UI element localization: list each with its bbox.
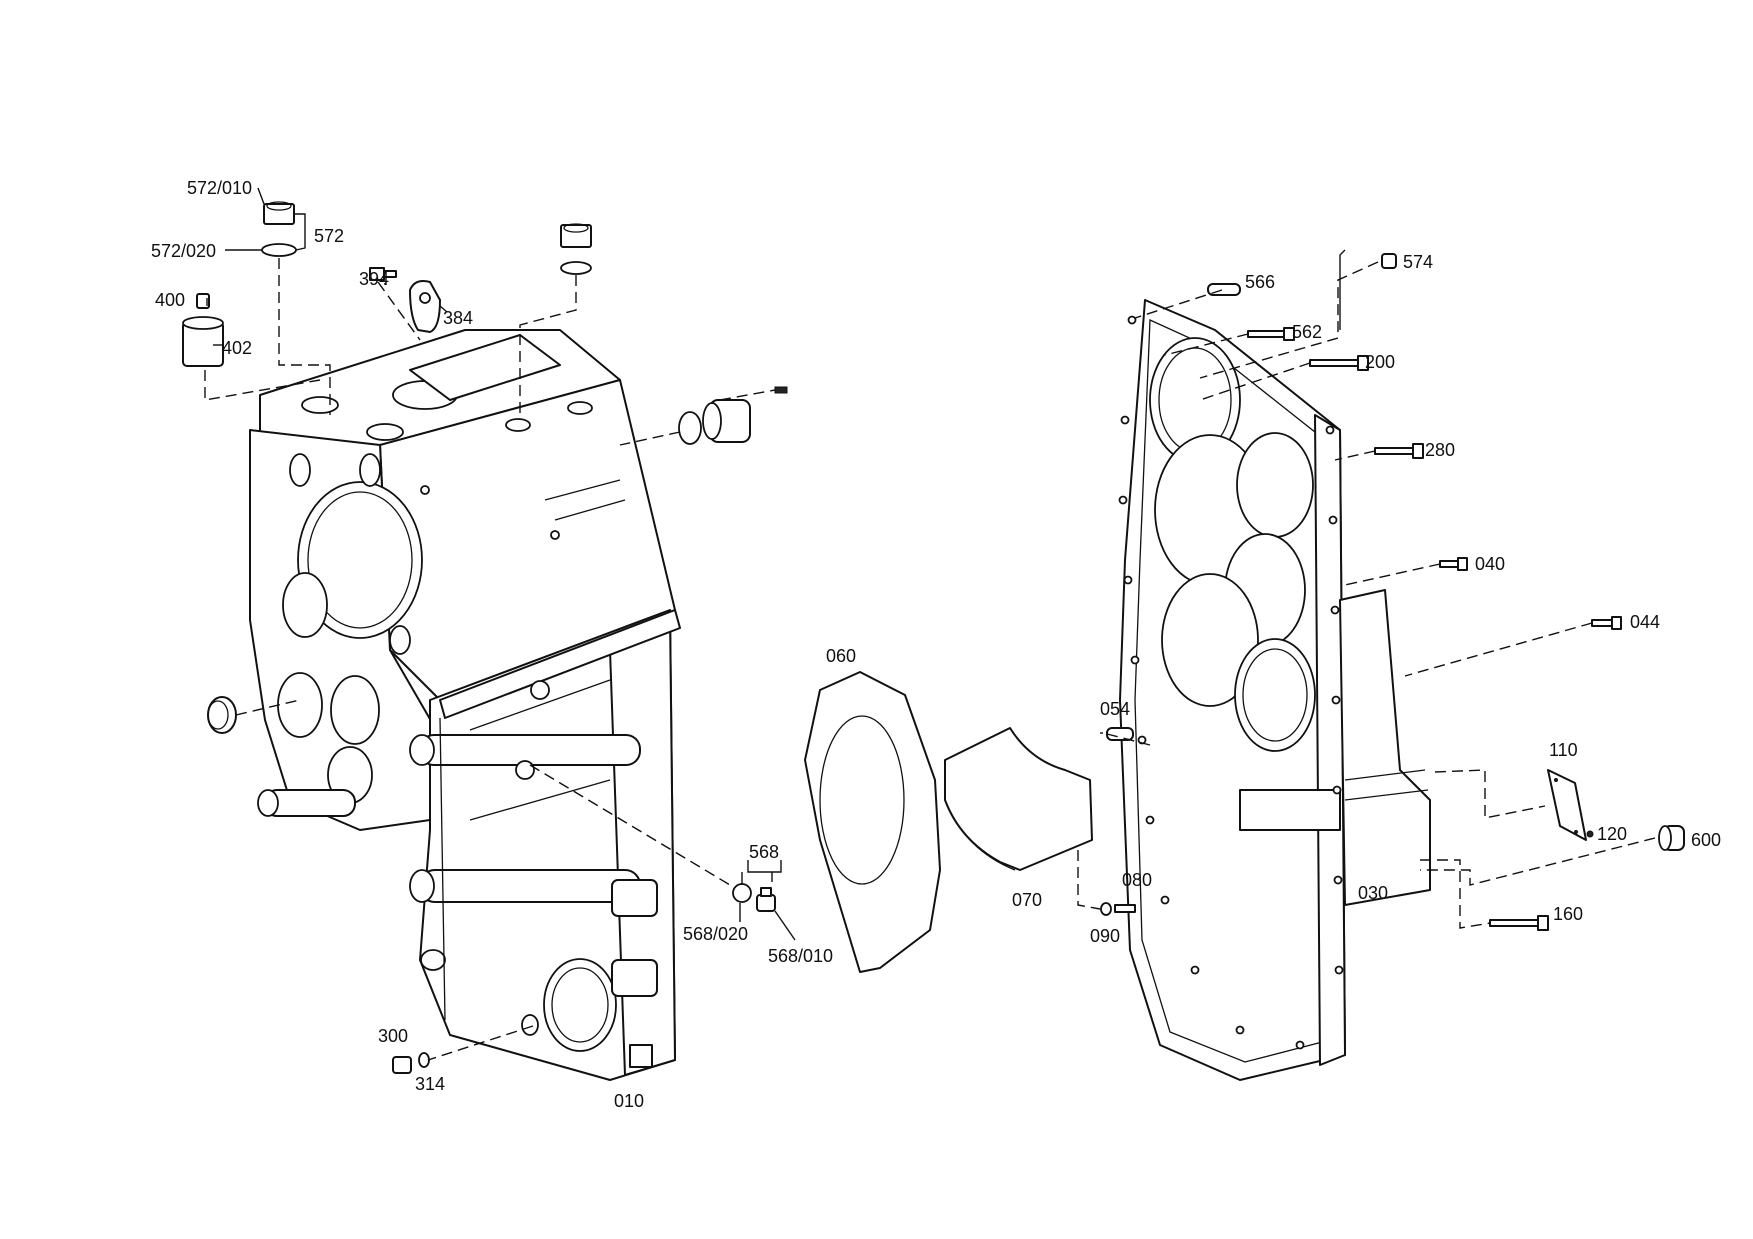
label-600: 600 — [1691, 830, 1721, 850]
label-568-010: 568/010 — [768, 946, 833, 966]
cover-030 — [1118, 299, 1431, 1081]
guard-070 — [944, 727, 1093, 871]
label-054: 054 — [1100, 699, 1130, 719]
label-200: 200 — [1365, 352, 1395, 372]
label-572: 572 — [314, 226, 344, 246]
plug-568-010 — [756, 887, 776, 912]
label-568: 568 — [749, 842, 779, 862]
screw-120 — [1586, 830, 1594, 838]
o-ring-side — [678, 411, 702, 445]
label-044: 044 — [1630, 612, 1660, 632]
screw-080 — [1114, 904, 1136, 913]
label-090: 090 — [1090, 926, 1120, 946]
bolt-200 — [1309, 355, 1369, 371]
pin-054 — [1106, 727, 1134, 741]
cap-574 — [1381, 253, 1397, 269]
label-120: 120 — [1597, 824, 1627, 844]
label-010: 010 — [614, 1091, 644, 1111]
label-080: 080 — [1122, 870, 1152, 890]
bolt-044 — [1591, 616, 1622, 630]
label-314: 314 — [415, 1074, 445, 1094]
seal-568-020 — [732, 883, 752, 903]
seal-314 — [418, 1052, 430, 1068]
housing-010 — [249, 329, 681, 1081]
bracket-384 — [409, 280, 441, 333]
gasket-060 — [804, 671, 941, 973]
bolt-562 — [1247, 327, 1295, 341]
label-400: 400 — [155, 290, 185, 310]
label-562: 562 — [1292, 322, 1322, 342]
callout-labels: 572/010 572 572/020 394 384 400 402 566 … — [151, 178, 1721, 1111]
bolt-160 — [1489, 915, 1549, 931]
label-572-010: 572/010 — [187, 178, 252, 198]
nipple-400 — [196, 293, 210, 309]
label-566: 566 — [1245, 272, 1275, 292]
washer-090 — [1100, 902, 1112, 916]
bolt-040 — [1439, 557, 1468, 571]
label-384: 384 — [443, 308, 473, 328]
label-110: 110 — [1549, 740, 1578, 760]
cap-600 — [1658, 825, 1685, 851]
bolt-280 — [1374, 443, 1424, 459]
plate-110 — [1547, 769, 1587, 841]
plug-300 — [392, 1056, 412, 1074]
label-568-020: 568/020 — [683, 924, 748, 944]
label-030: 030 — [1358, 883, 1388, 903]
ring-left — [207, 696, 237, 734]
bearing-cup — [702, 399, 751, 443]
small-pin-top — [774, 386, 788, 394]
leader-lines — [204, 187, 1656, 1061]
plug-upper-right — [560, 223, 592, 275]
label-402: 402 — [222, 338, 252, 358]
label-300: 300 — [378, 1026, 408, 1046]
label-060: 060 — [826, 646, 856, 666]
label-040: 040 — [1475, 554, 1505, 574]
sleeve-402 — [182, 316, 224, 367]
label-160: 160 — [1553, 904, 1583, 924]
label-574: 574 — [1403, 252, 1433, 272]
plug-572 — [261, 201, 297, 257]
screw-394 — [369, 267, 397, 281]
label-280: 280 — [1425, 440, 1455, 460]
label-070: 070 — [1012, 890, 1042, 910]
label-572-020: 572/020 — [151, 241, 216, 261]
label-394: 394 — [359, 269, 389, 289]
